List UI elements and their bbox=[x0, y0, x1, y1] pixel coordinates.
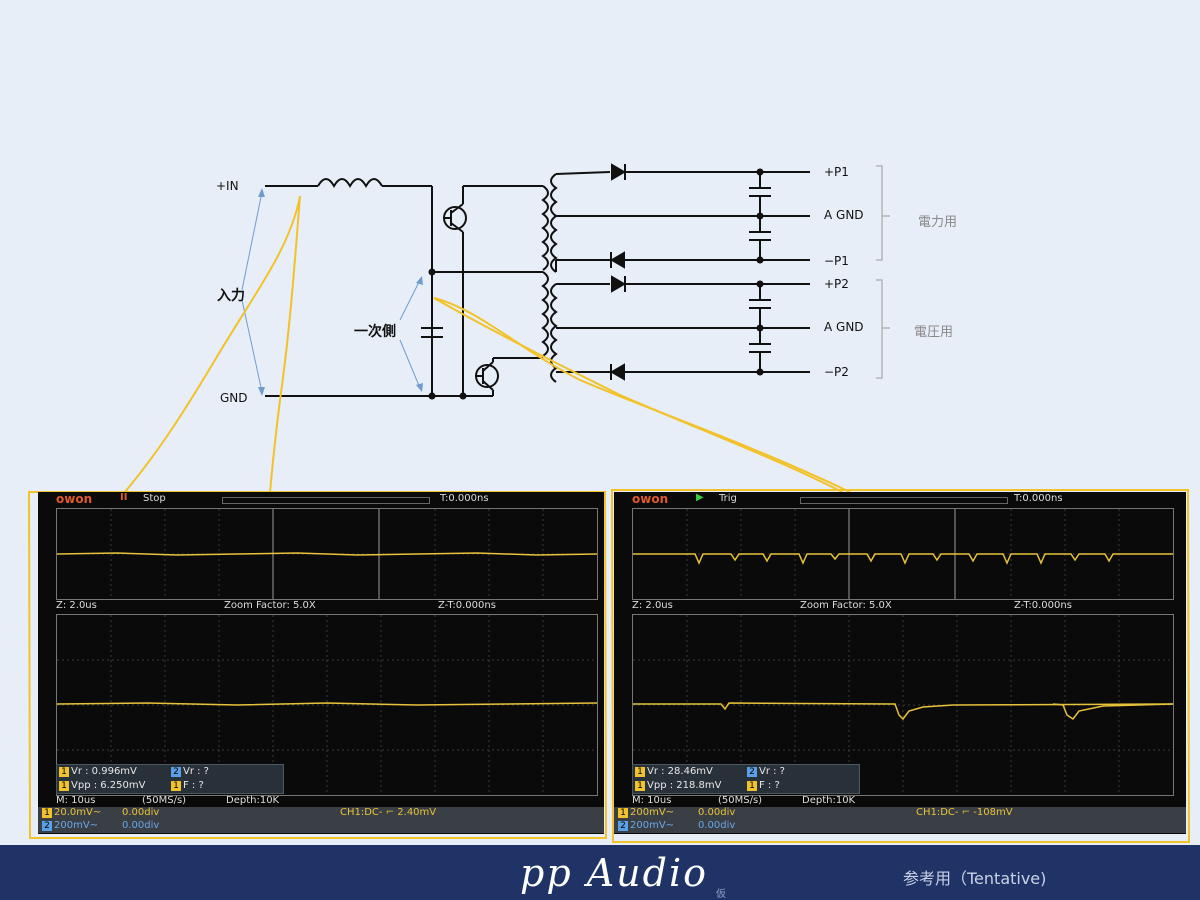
scope-brand: owon bbox=[56, 492, 93, 506]
ch1-trace bbox=[633, 553, 1173, 565]
zoom-grid-lines bbox=[56, 615, 598, 795]
oscilloscope-right: owon ▶ Trig T:0.000ns Z: 2.0us Zoom Fact… bbox=[614, 492, 1186, 834]
trigger-source: CH1:DC- bbox=[340, 807, 383, 818]
inductor-symbol bbox=[317, 178, 383, 189]
input-label: 入力 bbox=[217, 288, 245, 304]
ch2-tag: 2 bbox=[171, 767, 181, 777]
pause-icon: II bbox=[120, 492, 128, 503]
scope-topbar: owon ▶ Trig T:0.000ns bbox=[614, 492, 1186, 506]
scope-brand: owon bbox=[632, 492, 669, 506]
ch1-tag: 1 bbox=[171, 781, 181, 791]
brand-suffix: 仮 bbox=[716, 889, 726, 900]
group2-label: 電圧用 bbox=[914, 325, 954, 340]
rising-edge-icon: ⌐ bbox=[958, 807, 974, 818]
out1-plus-label: +P1 bbox=[824, 165, 849, 179]
pointer-arrows bbox=[241, 191, 421, 393]
ch1-vpp: Vpp : 6.250mV bbox=[71, 780, 146, 791]
ch1-scale: 20.0mV~ bbox=[54, 807, 102, 818]
overview-grid-lines bbox=[56, 509, 598, 599]
ch1-scale: 200mV~ bbox=[630, 807, 675, 818]
ch1-tag: 1 bbox=[635, 767, 645, 777]
footer-bar: pp Audio 仮 参考用（Tentative) bbox=[0, 845, 1200, 900]
ch2-scale: 200mV~ bbox=[54, 820, 99, 831]
sample-rate: (50MS/s) bbox=[142, 795, 187, 806]
diode-symbols bbox=[610, 163, 626, 381]
overview-grid-lines bbox=[633, 509, 1173, 599]
ch1-tag: 1 bbox=[59, 781, 69, 791]
primary-label: 一次側 bbox=[354, 324, 396, 340]
ch2-offset: 0.00div bbox=[698, 820, 736, 831]
ch2-tag: 2 bbox=[618, 821, 628, 831]
zoom-time: Z-T:0.000ns bbox=[438, 600, 496, 611]
ch2-scale: 200mV~ bbox=[630, 820, 675, 831]
out1-minus-label: −P1 bbox=[824, 254, 849, 268]
depth: Depth:10K bbox=[226, 795, 280, 806]
ch1-tag: 1 bbox=[42, 808, 52, 818]
trigger-level: 2.40mV bbox=[397, 807, 437, 818]
out2-gnd-label: A GND bbox=[824, 320, 864, 334]
group1-label: 電力用 bbox=[918, 215, 958, 230]
scope-topbar: owon II Stop T:0.000ns bbox=[38, 492, 604, 506]
ch1-offset: 0.00div bbox=[122, 807, 160, 818]
ch2-tag: 2 bbox=[42, 821, 52, 831]
out2-plus-label: +P2 bbox=[824, 277, 849, 291]
zoom-info-bar: Z: 2.0us Zoom Factor: 5.0X Z-T:0.000ns bbox=[614, 600, 1186, 613]
ch2-tag: 2 bbox=[747, 767, 757, 777]
zoom-time: Z-T:0.000ns bbox=[1014, 600, 1072, 611]
ch2-offset: 0.00div bbox=[122, 820, 160, 831]
tentative-note: 参考用（Tentative) bbox=[903, 869, 1047, 888]
scope-state: Stop bbox=[143, 493, 166, 504]
ch1-f: F : ? bbox=[759, 780, 780, 791]
overview-grid bbox=[56, 508, 598, 600]
trigger-time: T:0.000ns bbox=[1014, 493, 1063, 504]
ch1-vpp: Vpp : 218.8mV bbox=[647, 780, 722, 791]
input-gnd-label: GND bbox=[220, 391, 248, 405]
sample-rate: (50MS/s) bbox=[718, 795, 763, 806]
overview-grid bbox=[632, 508, 1174, 600]
ch1-offset: 0.00div bbox=[698, 807, 736, 818]
out2-minus-label: −P2 bbox=[824, 365, 849, 379]
rising-edge-icon: ⌐ bbox=[382, 807, 398, 818]
timebase: M: 10us bbox=[56, 795, 96, 806]
depth: Depth:10K bbox=[802, 795, 856, 806]
trigger-time: T:0.000ns bbox=[440, 493, 489, 504]
brand-logo: pp Audio bbox=[520, 851, 709, 895]
zoom-timebase: Z: 2.0us bbox=[632, 600, 673, 611]
oscilloscope-left: owon II Stop T:0.000ns Z: 2.0us Zoom Fac… bbox=[38, 492, 604, 834]
timebase: M: 10us bbox=[632, 795, 672, 806]
trigger-source: CH1:DC- bbox=[916, 807, 959, 818]
scope-state: Trig bbox=[719, 493, 737, 504]
zoom-factor: Zoom Factor: 5.0X bbox=[224, 600, 316, 611]
trigger-level: -108mV bbox=[973, 807, 1013, 818]
zoom-timebase: Z: 2.0us bbox=[56, 600, 97, 611]
memory-bar bbox=[222, 497, 430, 504]
ch1-tag: 1 bbox=[618, 808, 628, 818]
ch1-vr: Vr : 28.46mV bbox=[647, 766, 713, 777]
ch1-tag: 1 bbox=[635, 781, 645, 791]
ch1-f: F : ? bbox=[183, 780, 204, 791]
zoom-grid bbox=[56, 614, 598, 796]
zoom-info-bar: Z: 2.0us Zoom Factor: 5.0X Z-T:0.000ns bbox=[38, 600, 604, 613]
ch2-vr: Vr : ? bbox=[183, 766, 209, 777]
zoom-factor: Zoom Factor: 5.0X bbox=[800, 600, 892, 611]
ch1-tag: 1 bbox=[59, 767, 69, 777]
ch1-trace bbox=[56, 552, 598, 556]
ch1-tag: 1 bbox=[747, 781, 757, 791]
play-icon: ▶ bbox=[696, 492, 704, 503]
ch1-vr: Vr : 0.996mV bbox=[71, 766, 137, 777]
memory-bar bbox=[800, 497, 1008, 504]
out1-gnd-label: A GND bbox=[824, 208, 864, 222]
ch1-trace bbox=[633, 702, 1174, 721]
ch1-trace bbox=[56, 702, 598, 706]
ch2-vr: Vr : ? bbox=[759, 766, 785, 777]
ch1-trace bbox=[1052, 703, 1174, 721]
input-plus-label: +IN bbox=[216, 179, 239, 193]
